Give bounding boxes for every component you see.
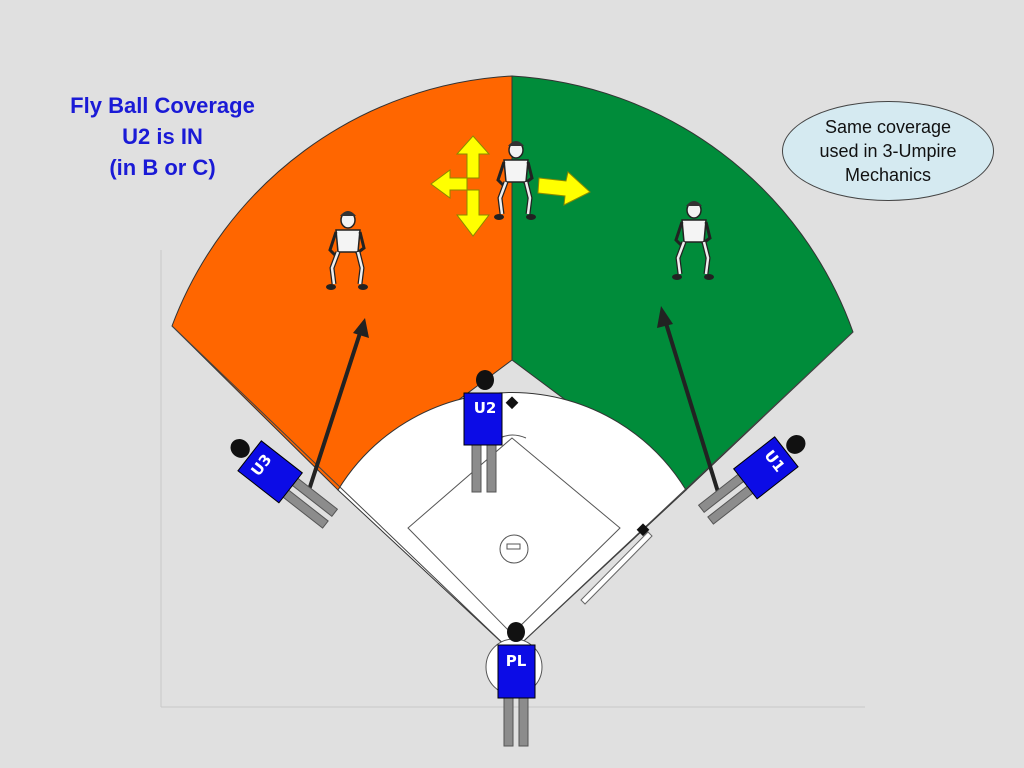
note-line-2: used in 3-Umpire: [819, 141, 957, 161]
infield-area: [337, 391, 687, 653]
u1-arrowhead-icon: [657, 306, 673, 328]
u3-arrowhead-icon: [353, 318, 369, 338]
note-line-1: Same coverage: [824, 117, 952, 137]
right-arrow-icon: [537, 171, 591, 206]
title-line-1: Fly Ball Coverage: [70, 93, 255, 118]
right-outfield-zone: [511, 75, 854, 491]
mechanics-note-bubble: Same coverage used in 3-Umpire Mechanics: [782, 101, 994, 201]
left-outfield-zone: [171, 75, 513, 491]
u1-coverage-arrow: [663, 319, 720, 493]
coverage-arrows: [307, 306, 720, 493]
umpire-plate: PL: [497, 622, 536, 747]
slide-title: Fly Ball Coverage U2 is IN (in B or C): [40, 90, 285, 183]
umpire-u2: U2: [463, 370, 503, 493]
title-line-3: (in B or C): [109, 155, 216, 180]
multi-direction-arrow-icon: [430, 135, 491, 237]
coach-box-line: [580, 531, 653, 605]
umpire-u1: U1: [698, 435, 806, 525]
first-base: [636, 523, 650, 537]
umpire-plate-label: PL: [506, 652, 527, 670]
umpire-u3: U3: [230, 439, 338, 529]
pitchers-rubber: [506, 543, 521, 550]
right-foul-line: [511, 331, 854, 653]
umpire-u2-label: U2: [474, 399, 497, 417]
note-line-3: Mechanics: [844, 165, 932, 185]
movement-arrows: [430, 135, 591, 237]
left-foul-line: [171, 325, 513, 653]
title-line-2: U2 is IN: [122, 124, 203, 149]
u3-coverage-arrow: [307, 329, 363, 491]
